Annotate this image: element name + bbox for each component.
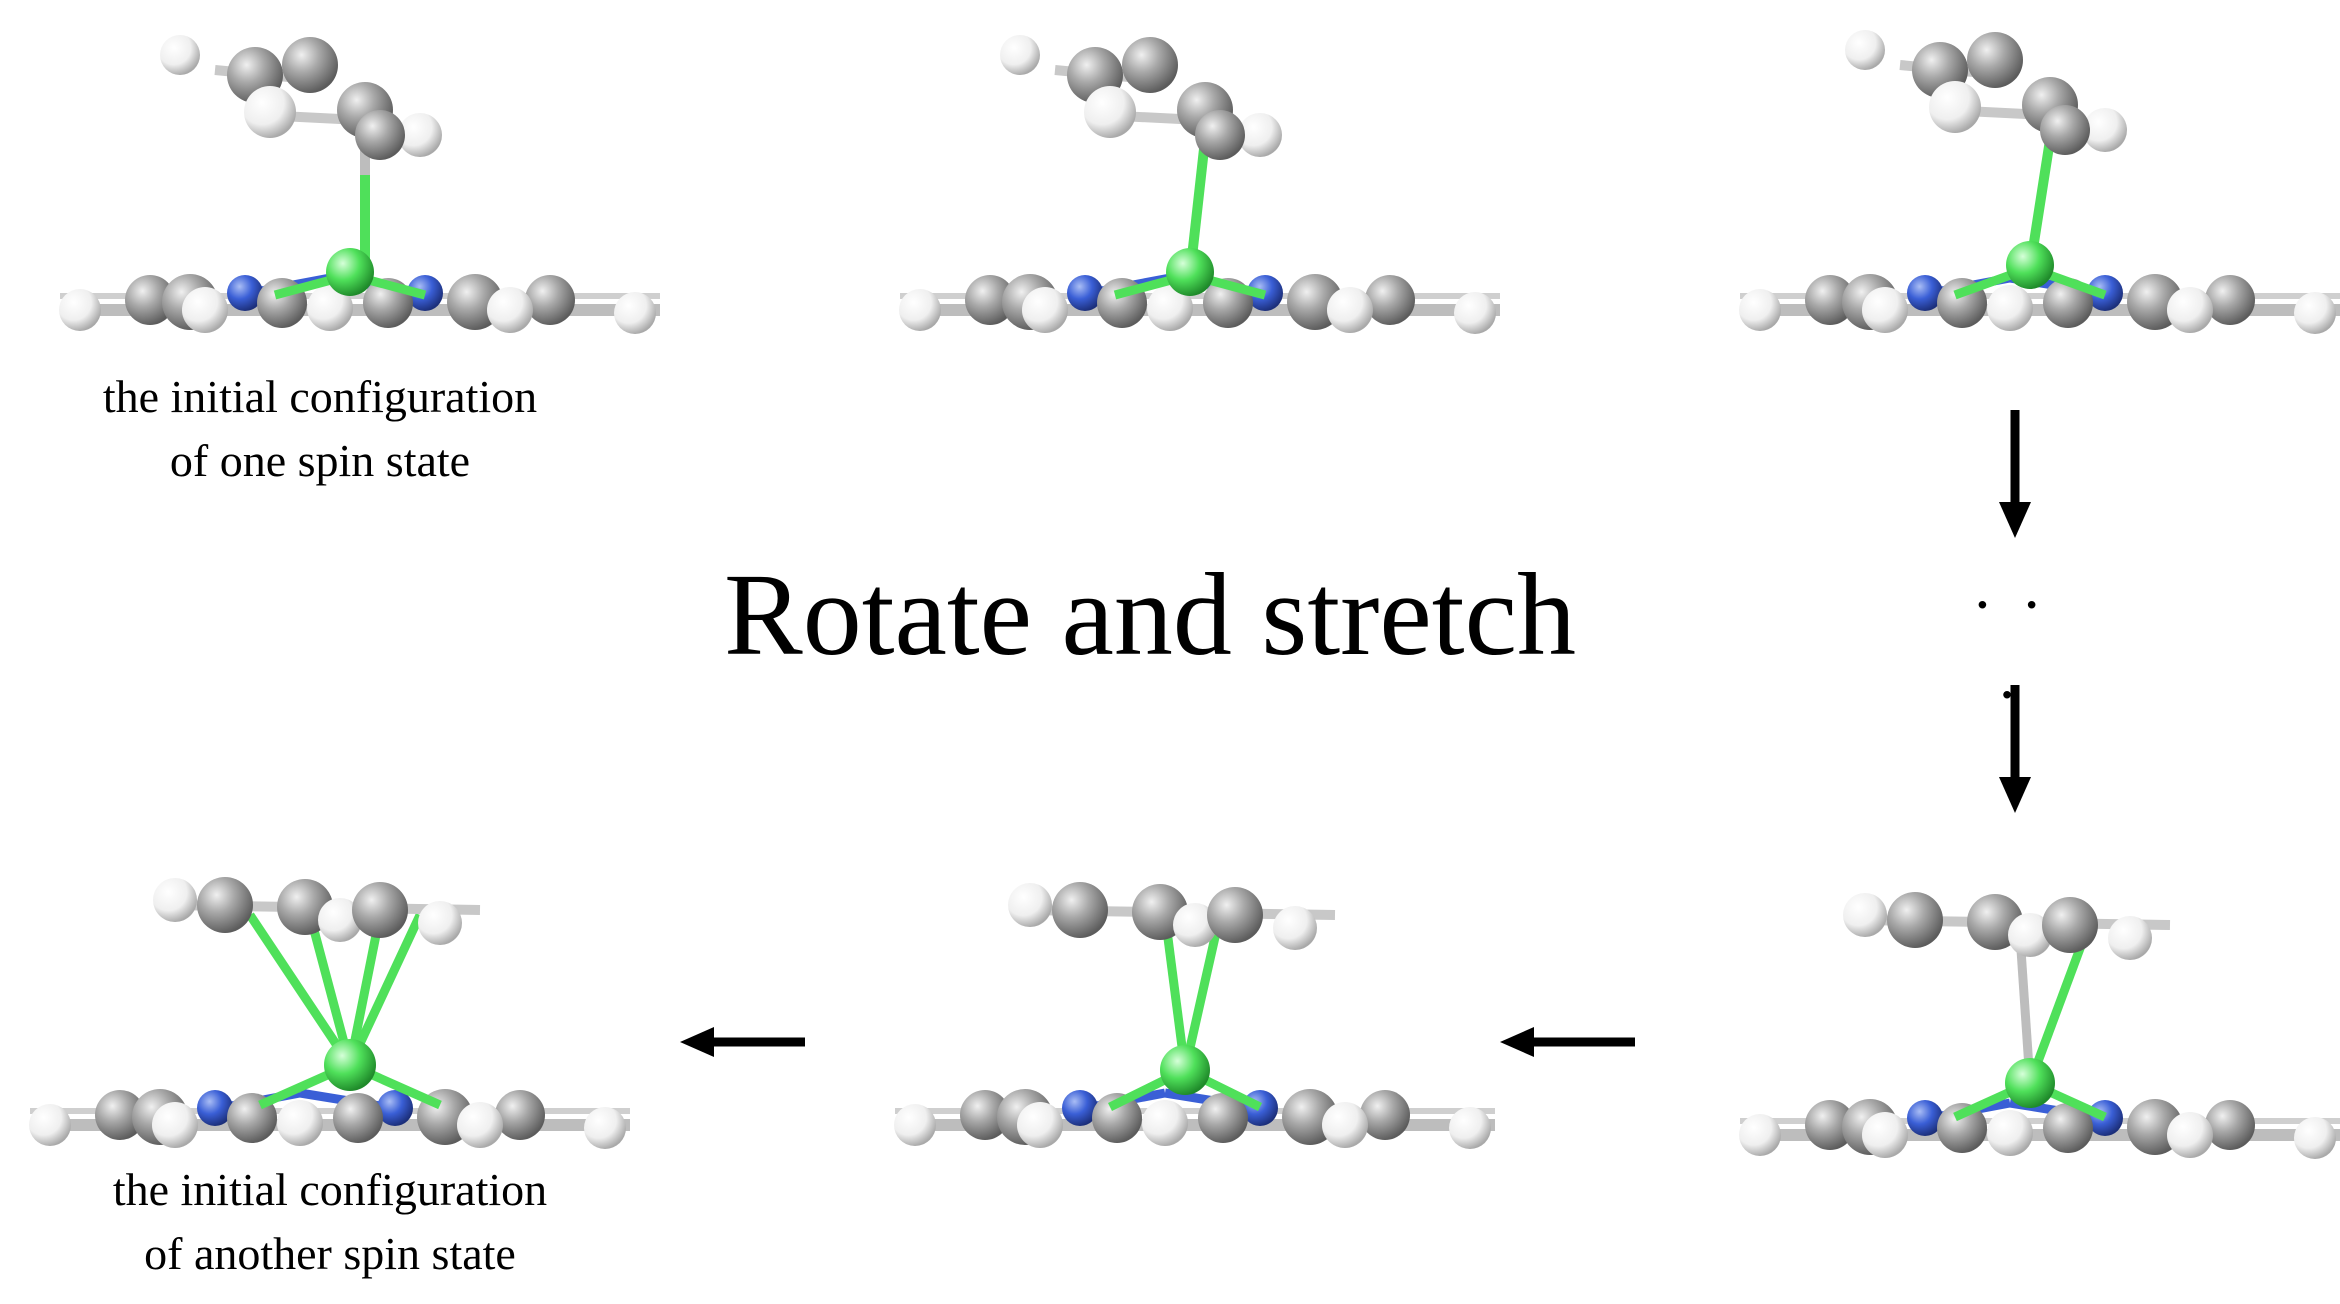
arrow-down-icon <box>1995 410 2035 545</box>
ellipsis: · · · <box>1971 569 2049 730</box>
molecule-icon <box>1700 810 2340 1180</box>
arrow-left-icon <box>680 1022 805 1067</box>
molecule-icon <box>860 0 1540 340</box>
molecule-top-1 <box>20 0 700 340</box>
caption-line: of one spin state <box>169 435 471 486</box>
molecule-icon <box>855 800 1535 1170</box>
molecule-top-3 <box>1700 0 2340 340</box>
caption-initial-config-first: the initial configuration of one spin st… <box>40 365 600 493</box>
molecule-icon <box>0 800 680 1170</box>
molecule-bottom-2 <box>855 800 1535 1170</box>
molecule-icon <box>1700 0 2340 340</box>
molecule-bottom-1 <box>0 800 680 1170</box>
caption-line: the initial configuration <box>102 371 538 422</box>
diagram-title: Rotate and stretch <box>724 549 1576 680</box>
molecule-top-2 <box>860 0 1540 340</box>
caption-line: the initial configuration <box>112 1164 548 1215</box>
caption-initial-config-last: the initial configuration of another spi… <box>50 1158 610 1286</box>
arrow-left-icon <box>1500 1022 1635 1067</box>
molecule-bottom-3 <box>1700 810 2340 1180</box>
caption-line: of another spin state <box>144 1228 516 1279</box>
molecule-icon <box>20 0 700 340</box>
arrow-down-icon <box>1995 685 2035 820</box>
